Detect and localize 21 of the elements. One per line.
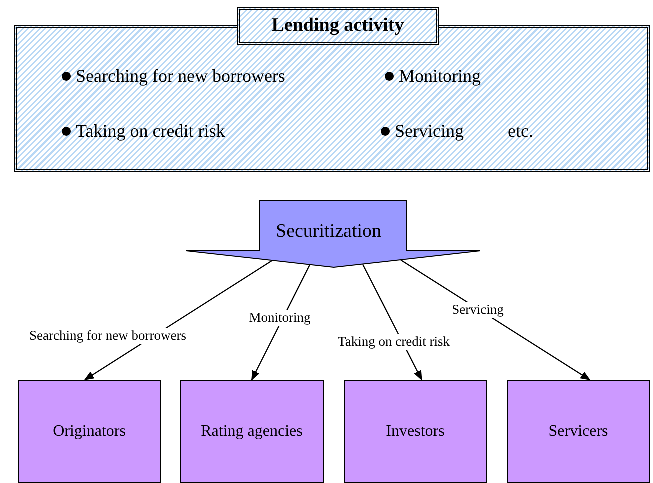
edge-label: Searching for new borrowers (28, 328, 188, 344)
process-box (180, 380, 324, 483)
edge-label: Taking on credit risk (337, 334, 451, 350)
box-label: Rating agencies (201, 422, 303, 440)
down-arrow-shape (186, 200, 481, 268)
process-box (344, 380, 487, 483)
process-box (18, 380, 161, 483)
box-label: Originators (53, 422, 126, 440)
box-label: Servicers (548, 422, 608, 440)
panel-title: Lending activity (237, 7, 439, 45)
edge-label: Monitoring (248, 310, 312, 326)
bullet-text: Searching for new borrowers (76, 65, 286, 87)
box-label: Investors (386, 422, 445, 440)
arrow (400, 260, 591, 381)
note-text: etc. (508, 120, 534, 142)
bullet-text: Taking on credit risk (76, 120, 226, 142)
bullet-text: Monitoring (399, 65, 482, 87)
bullet-text: Servicing (395, 120, 464, 142)
process-box (507, 380, 650, 483)
edge-label: Servicing (451, 302, 505, 318)
arrow-label: Securitization (276, 221, 382, 243)
